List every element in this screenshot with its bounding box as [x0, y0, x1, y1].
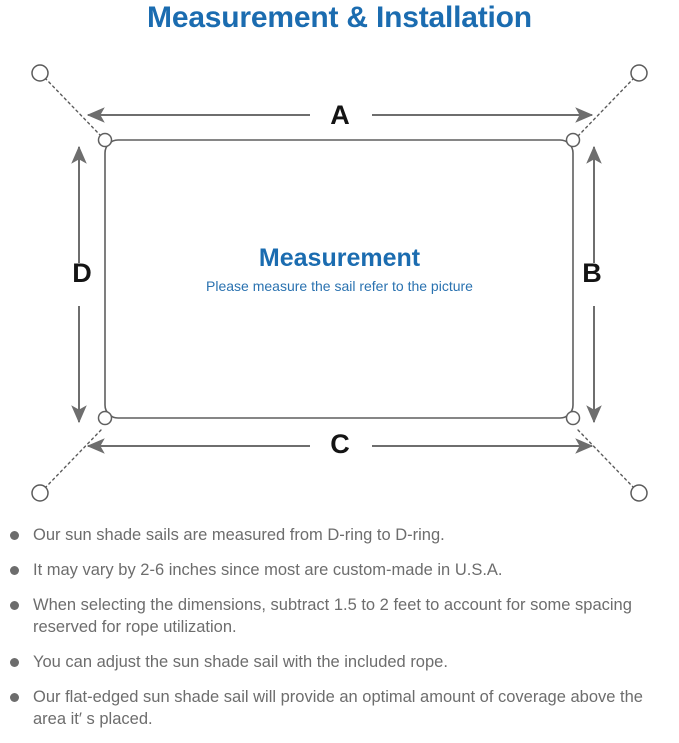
rope-bottom-left — [44, 429, 102, 489]
note-text: When selecting the dimensions, subtract … — [33, 596, 632, 636]
diagram-canvas — [31, 64, 648, 502]
rope-top-right — [577, 77, 635, 137]
list-item: It may vary by 2-6 inches since most are… — [0, 559, 679, 581]
rope-bottom-right — [577, 429, 635, 489]
dimension-label-b: B — [582, 258, 602, 288]
dimension-label-d: D — [72, 258, 92, 288]
anchor-point-top-left-icon — [31, 64, 49, 82]
bullet-icon — [10, 658, 19, 667]
d-ring-top-left-icon — [97, 132, 113, 148]
anchor-point-bottom-right-icon — [630, 484, 648, 502]
anchor-point-top-right-icon — [630, 64, 648, 82]
dimension-label-c: C — [330, 429, 350, 459]
anchor-point-bottom-left-icon — [31, 484, 49, 502]
list-item: Our sun shade sails are measured from D-… — [0, 524, 679, 546]
measurement-diagram: A B C D Measurement Please measure the s… — [0, 48, 679, 513]
page-title: Measurement & Installation — [147, 1, 532, 34]
note-text: It may vary by 2-6 inches since most are… — [33, 561, 503, 579]
note-text: Our sun shade sails are measured from D-… — [33, 526, 445, 544]
diagram-center-title: Measurement — [258, 244, 421, 272]
bullet-icon — [10, 566, 19, 575]
diagram-center-subtitle: Please measure the sail refer to the pic… — [206, 278, 473, 294]
list-item: Our flat-edged sun shade sail will provi… — [0, 686, 679, 730]
bullet-icon — [10, 601, 19, 610]
bullet-icon — [10, 693, 19, 702]
note-text: You can adjust the sun shade sail with t… — [33, 653, 448, 671]
note-text: Our flat-edged sun shade sail will provi… — [33, 688, 643, 728]
dimension-label-a: A — [330, 100, 350, 130]
sail-outline — [104, 139, 574, 419]
d-ring-top-right-icon — [565, 132, 581, 148]
d-ring-bottom-right-icon — [565, 410, 581, 426]
notes-list: Our sun shade sails are measured from D-… — [0, 524, 679, 743]
list-item: You can adjust the sun shade sail with t… — [0, 651, 679, 673]
rope-top-left — [44, 77, 102, 137]
bullet-icon — [10, 531, 19, 540]
d-ring-bottom-left-icon — [97, 410, 113, 426]
list-item: When selecting the dimensions, subtract … — [0, 594, 679, 638]
